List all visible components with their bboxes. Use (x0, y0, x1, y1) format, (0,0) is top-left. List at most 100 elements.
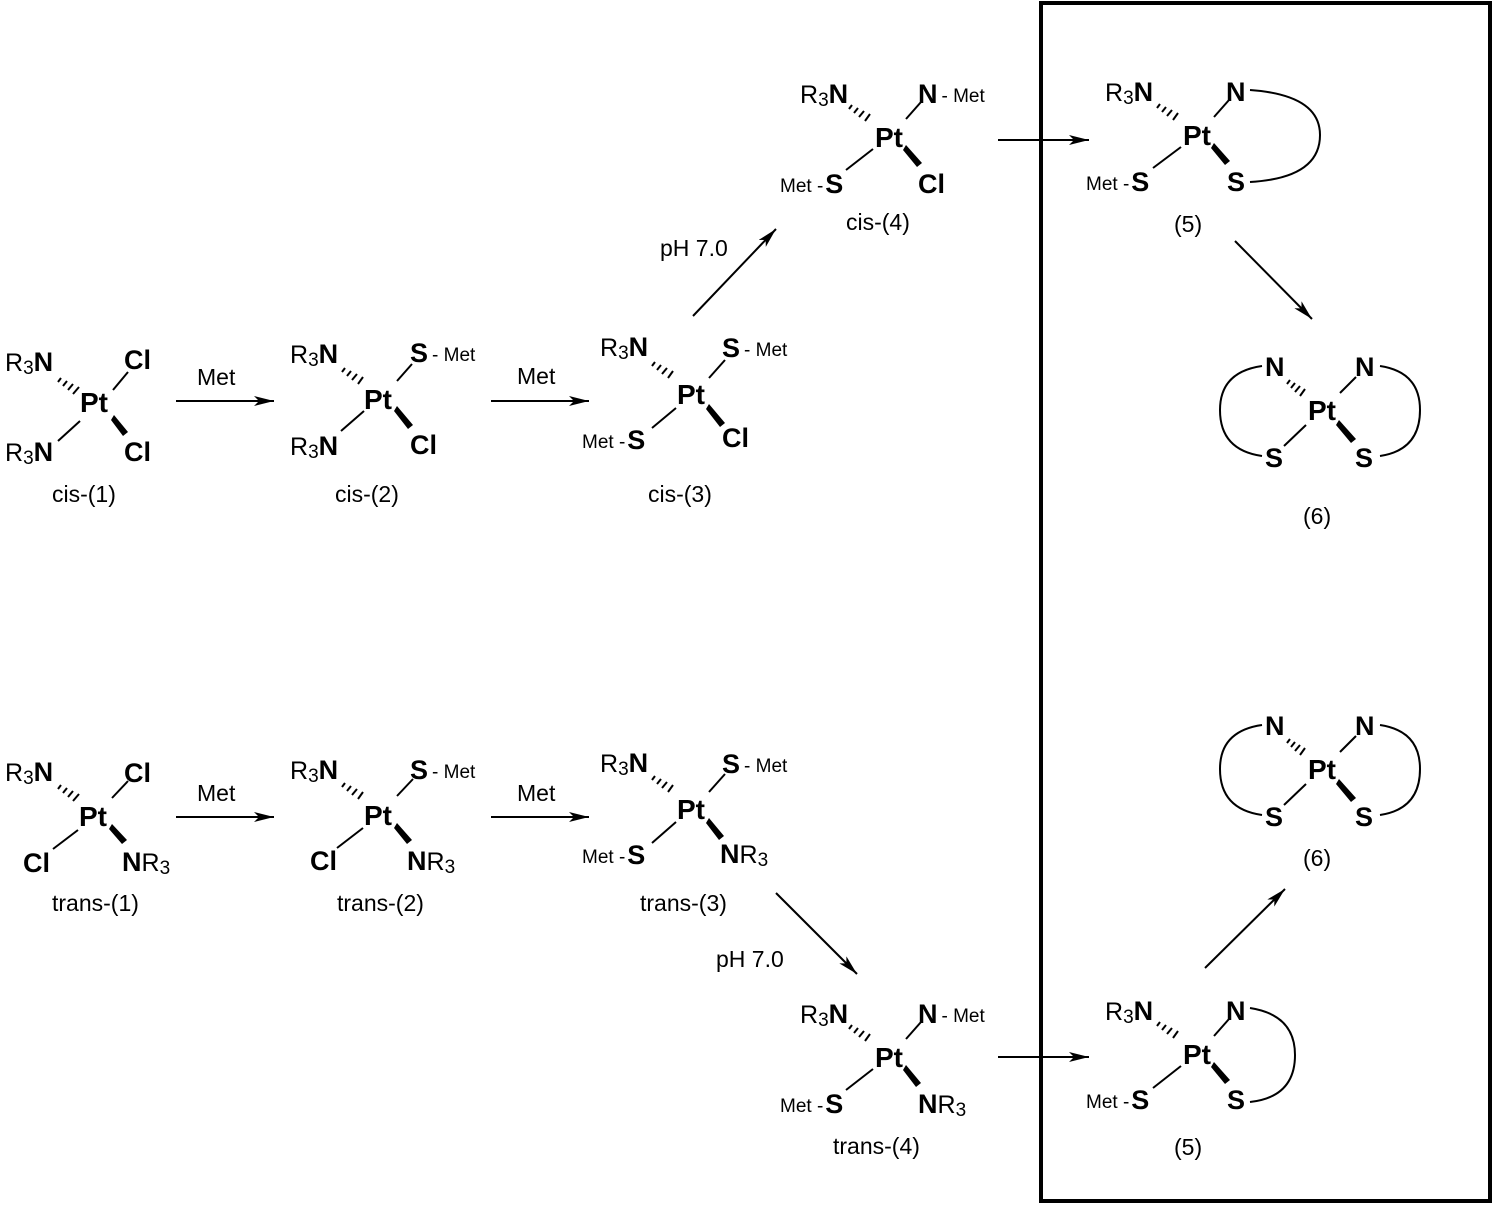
pt-atom: Pt (677, 379, 705, 410)
pt-atom: Pt (1183, 120, 1211, 151)
pt-atom: Pt (875, 1042, 903, 1073)
bond (57, 420, 81, 442)
bond (396, 363, 413, 382)
caption-trans-4: trans-(4) (833, 1133, 920, 1159)
bond (336, 827, 364, 849)
cis-1: Pt R3N R3N Cl Cl cis-(1) (5, 345, 151, 507)
r3n-ligand: R3N (290, 755, 338, 787)
wedge-bond (1336, 779, 1356, 802)
r3n-ligand: R3N (800, 79, 848, 111)
n-atom: N (1265, 711, 1285, 741)
r3n-ligand: R3N (290, 431, 338, 463)
s-met-ligand: S- Met (722, 333, 788, 363)
wedge-bond (394, 406, 413, 429)
caption-cis-4: cis-(4) (846, 209, 910, 235)
bond (1339, 735, 1357, 753)
r3n-ligand: R3N (600, 332, 648, 364)
product-6-bottom: Pt N N S S (6) (1218, 711, 1422, 871)
caption-cis-3: cis-(3) (648, 481, 712, 507)
r3n-ligand: R3N (290, 339, 338, 371)
wedge-bond (1211, 143, 1230, 165)
pt-atom: Pt (1308, 754, 1336, 785)
pt-atom: Pt (79, 801, 107, 832)
met-s-ligand: Met -S (582, 425, 645, 455)
s-atom: S (1227, 167, 1245, 197)
s-atom: S (1355, 443, 1373, 473)
wedge-bond (111, 415, 128, 436)
chelate-arc (1249, 1007, 1297, 1103)
n-met-ligand: N- Met (918, 999, 986, 1029)
wedge-bond (706, 404, 725, 427)
r3n-ligand: R3N (600, 748, 648, 780)
pt-atom: Pt (1308, 395, 1336, 426)
hashed-bond (848, 1024, 871, 1042)
caption-5: (5) (1174, 1134, 1202, 1160)
met-s-ligand: Met -S (1086, 167, 1149, 197)
bond (1213, 1018, 1230, 1037)
s-atom: S (1355, 802, 1373, 832)
trans-2: Pt R3N S- Met Cl NR3 trans-(2) (290, 755, 476, 916)
r3n-ligand: R3N (5, 757, 53, 789)
pt-atom: Pt (875, 122, 903, 153)
cl-ligand: Cl (410, 430, 437, 460)
trans-3: Pt R3N S- Met Met -S NR3 trans-(3) (582, 748, 788, 916)
n-atom: N (1226, 77, 1246, 107)
n-atom: N (1226, 996, 1246, 1026)
wedge-bond (1336, 420, 1356, 443)
cl-ligand: Cl (23, 848, 50, 878)
bond (905, 101, 922, 120)
caption-trans-2: trans-(2) (337, 890, 424, 916)
bond (396, 778, 414, 797)
cl-ligand: Cl (722, 423, 749, 453)
caption-6: (6) (1303, 503, 1331, 529)
bond (1283, 424, 1307, 447)
hashed-bond (341, 782, 364, 800)
hashed-bond (1286, 738, 1306, 756)
pt-atom: Pt (80, 387, 108, 418)
bond (1152, 1065, 1182, 1089)
pt-atom: Pt (677, 794, 705, 825)
pt-atom: Pt (364, 800, 392, 831)
bond (708, 359, 726, 379)
caption-6: (6) (1303, 845, 1331, 871)
hashed-bond (848, 104, 871, 122)
n-atom: N (1355, 711, 1375, 741)
n-met-ligand: N- Met (918, 79, 986, 109)
bond (1283, 783, 1307, 806)
cl-ligand: Cl (124, 437, 151, 467)
bond (651, 821, 677, 844)
product-5-top: Pt R3N N Met -S S (5) (1086, 77, 1322, 237)
nr3-ligand: NR3 (918, 1089, 966, 1121)
caption-cis-2: cis-(2) (335, 481, 399, 507)
caption-trans-1: trans-(1) (52, 890, 139, 916)
hashed-bond (651, 775, 674, 793)
s-met-ligand: S- Met (410, 338, 476, 368)
s-atom: S (1265, 802, 1283, 832)
bond (111, 780, 129, 799)
pt-atom: Pt (1183, 1039, 1211, 1070)
reagent-met: Met (517, 780, 556, 806)
bond (651, 407, 677, 429)
met-s-ligand: Met -S (582, 840, 645, 870)
product-5-bottom: Pt R3N N Met -S S (5) (1086, 996, 1297, 1160)
reagent-ph: pH 7.0 (716, 946, 784, 972)
wedge-bond (394, 823, 412, 844)
wedge-bond (109, 824, 127, 844)
trans-1: Pt R3N Cl Cl NR3 trans-(1) (5, 757, 170, 916)
bond (112, 371, 129, 391)
met-s-ligand: Met -S (780, 169, 843, 199)
s-atom: S (1227, 1085, 1245, 1115)
wedge-bond (903, 145, 922, 167)
bond (1339, 376, 1357, 394)
met-s-ligand: Met -S (780, 1089, 843, 1119)
cis-4: Pt R3N N- Met Met -S Cl cis-(4) (780, 79, 986, 235)
wedge-bond (1211, 1062, 1230, 1084)
r3n-ligand: R3N (1105, 77, 1153, 109)
arrow (1234, 240, 1313, 320)
arrow (692, 228, 777, 317)
cl-ligand: Cl (918, 169, 945, 199)
product-6-top: Pt N N S S (6) (1218, 352, 1422, 529)
reagent-met: Met (197, 364, 236, 390)
bond (845, 1068, 874, 1091)
